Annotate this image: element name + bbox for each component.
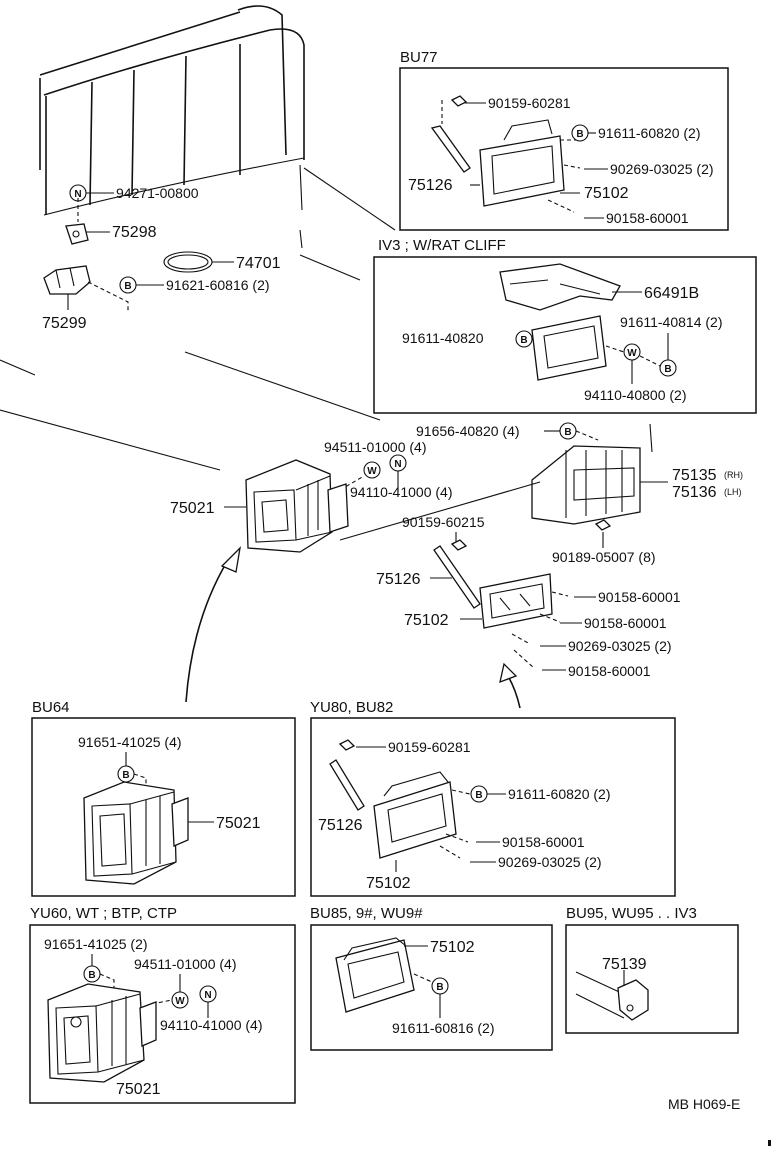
diagram-code: MB H069-E	[668, 1096, 740, 1112]
part-label: 90159-60215	[402, 514, 485, 530]
part-label: 91621-60816 (2)	[166, 277, 270, 293]
part-label: 90158-60001	[502, 834, 585, 850]
part-label: 91651-41025 (2)	[44, 936, 148, 952]
bu64-cover-75021	[83, 781, 189, 885]
symbol-n: N	[204, 990, 211, 1001]
bu77-bracket-75102	[479, 119, 581, 213]
part-label: 91611-40820	[402, 330, 484, 346]
part-label: 75136	[672, 484, 717, 501]
section-title-bu95: BU95, WU95 . . IV3	[566, 905, 697, 922]
part-label: 90158-60001	[584, 615, 667, 631]
part-label: 75126	[376, 571, 421, 588]
part-label: 90158-60001	[606, 210, 689, 226]
bu77-box	[399, 67, 729, 231]
part-label: 94271-00800	[116, 185, 199, 201]
section-title-bu85: BU85, 9#, WU9#	[310, 905, 423, 922]
part-label: 75102	[366, 875, 411, 892]
part-label: 91611-40814 (2)	[620, 314, 722, 330]
section-title-yu60: YU60, WT ; BTP, CTP	[30, 905, 177, 922]
yu60-box	[29, 924, 296, 1104]
band-74701	[163, 251, 213, 273]
section-title-iv3: IV3 ; W/RAT CLIFF	[378, 237, 506, 254]
part-label: 90269-03025 (2)	[568, 638, 672, 654]
part-label: 94511-01000 (4)	[134, 956, 236, 972]
symbol-w: W	[367, 466, 377, 477]
part-label: 91656-40820 (4)	[416, 423, 520, 439]
symbol-b: B	[664, 364, 671, 375]
yu80-bracket-75102	[373, 771, 457, 859]
part-label: 90269-03025 (2)	[498, 854, 602, 870]
bu95-box	[565, 924, 739, 1034]
iv3-box	[373, 256, 757, 414]
yu80-box	[310, 717, 676, 897]
cover-75021	[245, 459, 349, 553]
plate-75135-75136	[531, 445, 641, 525]
yu60-cover-75021	[47, 983, 157, 1083]
part-label: 90269-03025 (2)	[610, 161, 714, 177]
iv3-plate	[531, 315, 607, 381]
part-label: 75298	[112, 224, 157, 241]
bu95-bar-75139	[575, 971, 649, 1021]
symbol-b: B	[124, 281, 131, 292]
part-label: 74701	[236, 255, 281, 272]
part-label: 90159-60281	[388, 739, 471, 755]
part-label-suffix: (LH)	[724, 487, 742, 497]
section-title-bu77: BU77	[400, 49, 438, 66]
part-label: 90189-05007 (8)	[552, 549, 656, 565]
part-label: 75021	[116, 1081, 161, 1098]
part-label: 75021	[216, 815, 261, 832]
symbol-b: B	[436, 982, 443, 993]
part-label: 75102	[430, 939, 475, 956]
part-label: 94110-41000 (4)	[160, 1017, 262, 1033]
clip-75298	[65, 223, 89, 245]
stay-75126	[433, 545, 481, 609]
part-label: 90158-60001	[598, 589, 681, 605]
part-label: 75135	[672, 467, 717, 484]
corner-mark	[768, 1140, 771, 1146]
part-label: 75102	[404, 612, 449, 629]
part-label: 91611-60820 (2)	[598, 125, 700, 141]
symbol-b: B	[576, 129, 583, 140]
symbol-b: B	[564, 427, 571, 438]
part-label: 75299	[42, 315, 87, 332]
bu77-stay-75126	[430, 95, 471, 173]
symbol-n: N	[74, 189, 81, 200]
part-label: 90159-60281	[488, 95, 571, 111]
symbol-b: B	[475, 790, 482, 801]
symbol-w: W	[627, 348, 637, 359]
part-label: 75139	[602, 956, 647, 973]
truck-bed-drawing	[0, 5, 396, 471]
part-label: 94110-40800 (2)	[584, 387, 686, 403]
bu85-bracket-75102	[335, 937, 415, 1013]
bu64-box	[31, 717, 296, 897]
symbol-b: B	[88, 970, 95, 981]
part-label: 75126	[408, 177, 453, 194]
symbol-n: N	[394, 459, 401, 470]
bracket-75102	[479, 573, 553, 629]
symbol-b: B	[520, 335, 527, 346]
symbol-b: B	[122, 770, 129, 781]
part-label: 75021	[170, 500, 215, 517]
part-label: 91651-41025 (4)	[78, 734, 182, 750]
part-label: 94511-01000 (4)	[324, 439, 426, 455]
part-label: 91611-60820 (2)	[508, 786, 610, 802]
part-label-suffix: (RH)	[724, 470, 743, 480]
yu80-stay-75126	[329, 759, 365, 811]
part-label: 75102	[584, 185, 629, 202]
part-label: 91611-60816 (2)	[392, 1020, 494, 1036]
symbol-w: W	[175, 996, 185, 1007]
part-label: 94110-41000 (4)	[350, 484, 452, 500]
section-title-bu64: BU64	[32, 699, 70, 716]
part-label: 66491B	[644, 285, 699, 302]
iv3-stay-66491b	[499, 263, 621, 311]
section-title-yu80: YU80, BU82	[310, 699, 393, 716]
bu85-box	[310, 924, 553, 1051]
bracket-75299	[43, 265, 91, 295]
part-label: 90158-60001	[568, 663, 651, 679]
part-label: 75126	[318, 817, 363, 834]
